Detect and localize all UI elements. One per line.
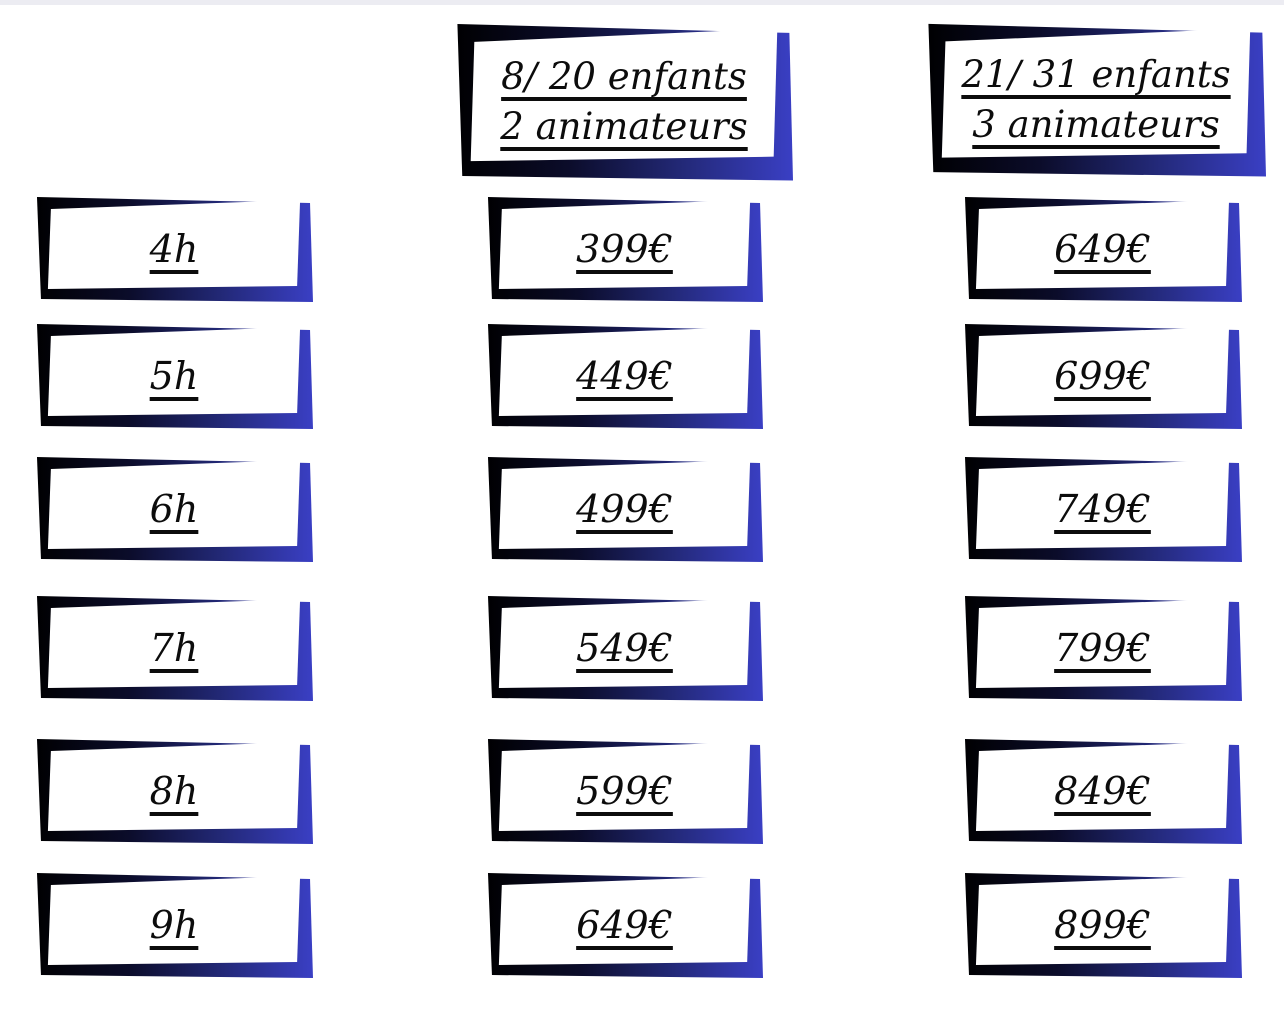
price-cell: 399€ [486,195,763,303]
price-cell: 549€ [486,594,763,702]
frame-decoration [36,739,313,844]
frame-decoration [964,873,1242,978]
frame-decoration [457,23,793,181]
price-cell: 799€ [963,594,1242,702]
price-cell: 649€ [963,195,1242,303]
frame-decoration [36,596,313,701]
price-cell: 499€ [486,455,763,563]
price-label: 649€ [576,903,673,947]
duration-label: 6h [149,487,199,531]
price-label: 799€ [1054,626,1151,670]
duration-cell: 6h [35,455,313,563]
duration-cell: 5h [35,322,313,430]
price-cell: 599€ [486,737,763,845]
tier-children-range: 8/ 20 enfants [501,55,747,98]
frame-decoration [487,197,763,302]
tier-animators-count: 3 animateurs [972,103,1220,146]
frame-decoration [36,324,313,429]
price-label: 499€ [576,487,673,531]
frame-decoration [487,739,763,844]
tier-children-range: 21/ 31 enfants [961,53,1231,96]
price-label: 699€ [1054,354,1151,398]
frame-decoration [36,457,313,562]
price-cell: 899€ [963,871,1242,979]
duration-cell: 4h [35,195,313,303]
price-cell: 749€ [963,455,1242,563]
price-cell: 449€ [486,322,763,430]
price-label: 749€ [1054,487,1151,531]
duration-label: 9h [149,903,199,947]
price-label: 849€ [1054,769,1151,813]
frame-decoration [487,596,763,701]
duration-cell: 9h [35,871,313,979]
price-cell: 649€ [486,871,763,979]
frame-decoration [964,457,1242,562]
duration-cell: 7h [35,594,313,702]
duration-label: 4h [149,227,199,271]
frame-decoration [487,324,763,429]
frame-decoration [964,739,1242,844]
frame-decoration [36,197,313,302]
tier-animators-count: 2 animateurs [500,105,748,148]
tier-header-text: 21/ 31 enfants 3 animateurs [961,56,1230,143]
frame-decoration [964,197,1242,302]
duration-label: 7h [149,626,199,670]
frame-decoration [964,596,1242,701]
tier-header-large-group: 21/ 31 enfants 3 animateurs [926,21,1266,178]
price-label: 899€ [1054,903,1151,947]
price-label: 449€ [576,354,673,398]
tier-header-text: 8/ 20 enfants 2 animateurs [500,58,747,145]
price-label: 549€ [576,626,673,670]
price-label: 599€ [576,769,673,813]
price-label: 649€ [1054,227,1151,271]
frame-decoration [487,873,763,978]
frame-decoration [928,23,1266,177]
duration-label: 8h [149,769,199,813]
page-top-edge-strip [0,0,1284,5]
frame-decoration [487,457,763,562]
price-label: 399€ [576,227,673,271]
tier-header-small-group: 8/ 20 enfants 2 animateurs [455,21,793,182]
frame-decoration [36,873,313,978]
frame-decoration [964,324,1242,429]
price-cell: 699€ [963,322,1242,430]
price-cell: 849€ [963,737,1242,845]
duration-label: 5h [149,354,199,398]
duration-cell: 8h [35,737,313,845]
